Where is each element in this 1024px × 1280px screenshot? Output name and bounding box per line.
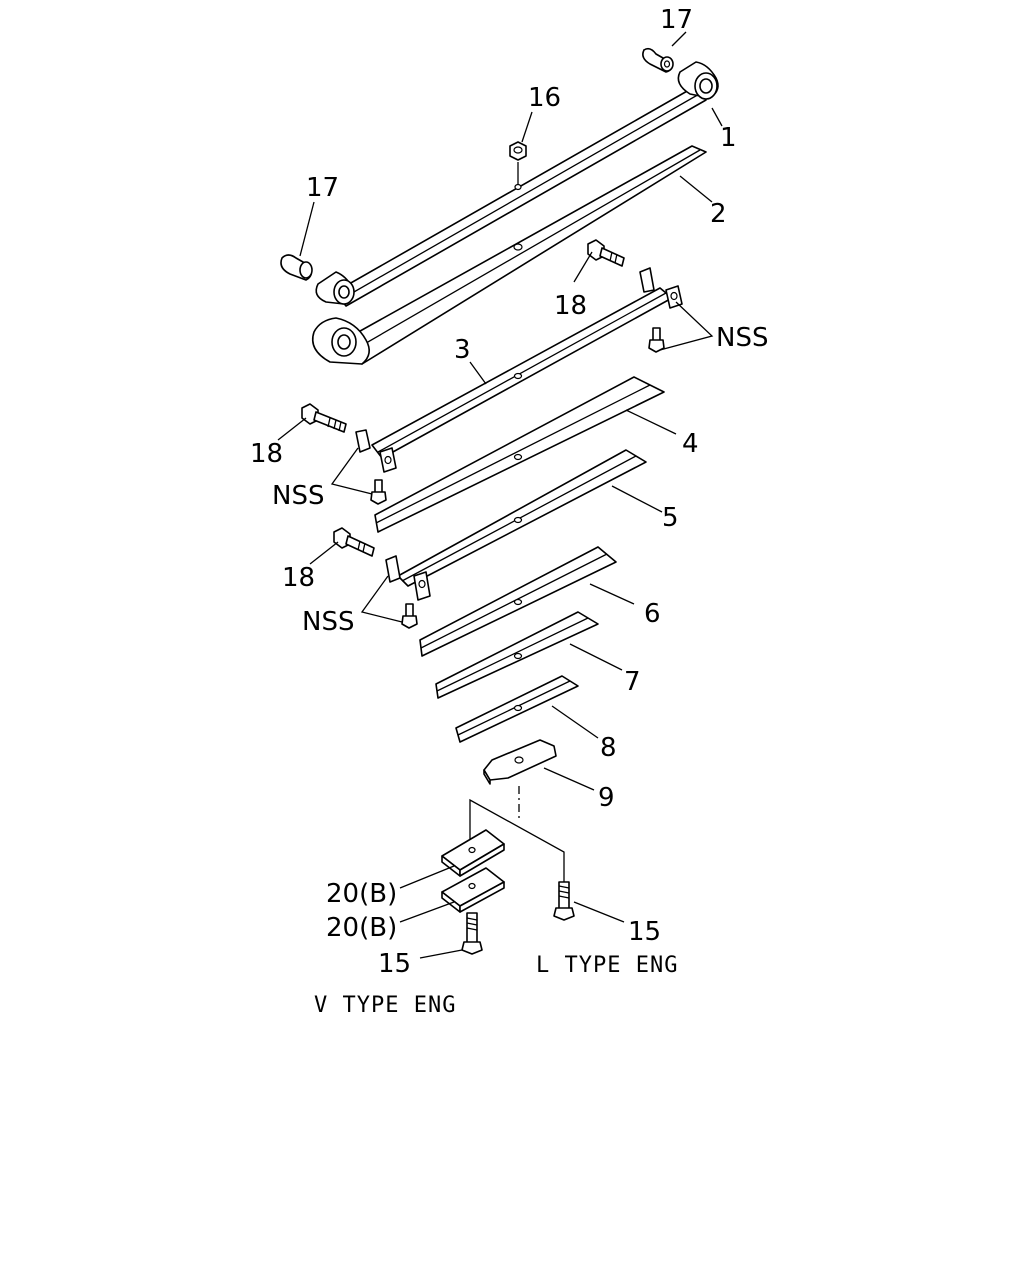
leaf-6: [419, 546, 617, 657]
nss-bolt-lower: [401, 603, 418, 629]
bushing-17-rear: [642, 47, 674, 73]
callout-18-middle: 18: [250, 439, 283, 469]
callout-2: 2: [710, 199, 727, 229]
note-l-type-eng: L TYPE ENG: [536, 953, 678, 978]
leaf-1: [315, 61, 719, 307]
bolt-18-upper: [587, 239, 625, 267]
note-v-type-eng: V TYPE ENG: [314, 993, 456, 1018]
leaf-7: [435, 611, 599, 699]
leader-lines: [277, 31, 723, 959]
callout-20b-upper: 20(B): [326, 879, 397, 909]
callout-4: 4: [682, 429, 699, 459]
callout-8: 8: [600, 733, 617, 763]
callout-15-v-type: 15: [378, 949, 411, 979]
bolt-18-lower: [333, 527, 375, 557]
callout-18-lower: 18: [282, 563, 315, 593]
plate-20b-upper: [441, 829, 505, 877]
leaf-5: [385, 449, 647, 601]
callout-18-upper: 18: [554, 291, 587, 321]
callout-9: 9: [598, 783, 615, 813]
callout-7: 7: [624, 667, 641, 697]
callout-6: 6: [644, 599, 661, 629]
leaf-8: [455, 675, 579, 743]
callout-nss-middle: NSS: [272, 481, 324, 511]
bolt-15-v-type: [461, 912, 483, 955]
bolt-18-middle: [301, 403, 347, 433]
callout-17-front: 17: [306, 173, 339, 203]
plate-20b-lower: [441, 867, 505, 913]
branch-line: [469, 798, 565, 884]
callout-nss-lower: NSS: [302, 607, 354, 637]
callout-1: 1: [720, 123, 737, 153]
leaf-3: [355, 267, 683, 473]
nss-bolt-middle: [370, 479, 387, 505]
bushing-17-front: [280, 254, 313, 281]
nut-16: [509, 141, 527, 184]
leaf-2: [311, 145, 707, 365]
bolt-15-l-type: [553, 881, 575, 921]
callout-15-l-type: 15: [628, 917, 661, 947]
leaf-4: [374, 376, 665, 533]
callout-5: 5: [662, 503, 679, 533]
callout-nss-upper: NSS: [716, 323, 768, 353]
callout-17-rear: 17: [660, 5, 693, 35]
nss-bolt-upper: [648, 327, 665, 353]
callout-3: 3: [454, 335, 471, 365]
callout-20b-lower: 20(B): [326, 913, 397, 943]
spacer-9: [483, 739, 557, 785]
callout-16: 16: [528, 83, 561, 113]
